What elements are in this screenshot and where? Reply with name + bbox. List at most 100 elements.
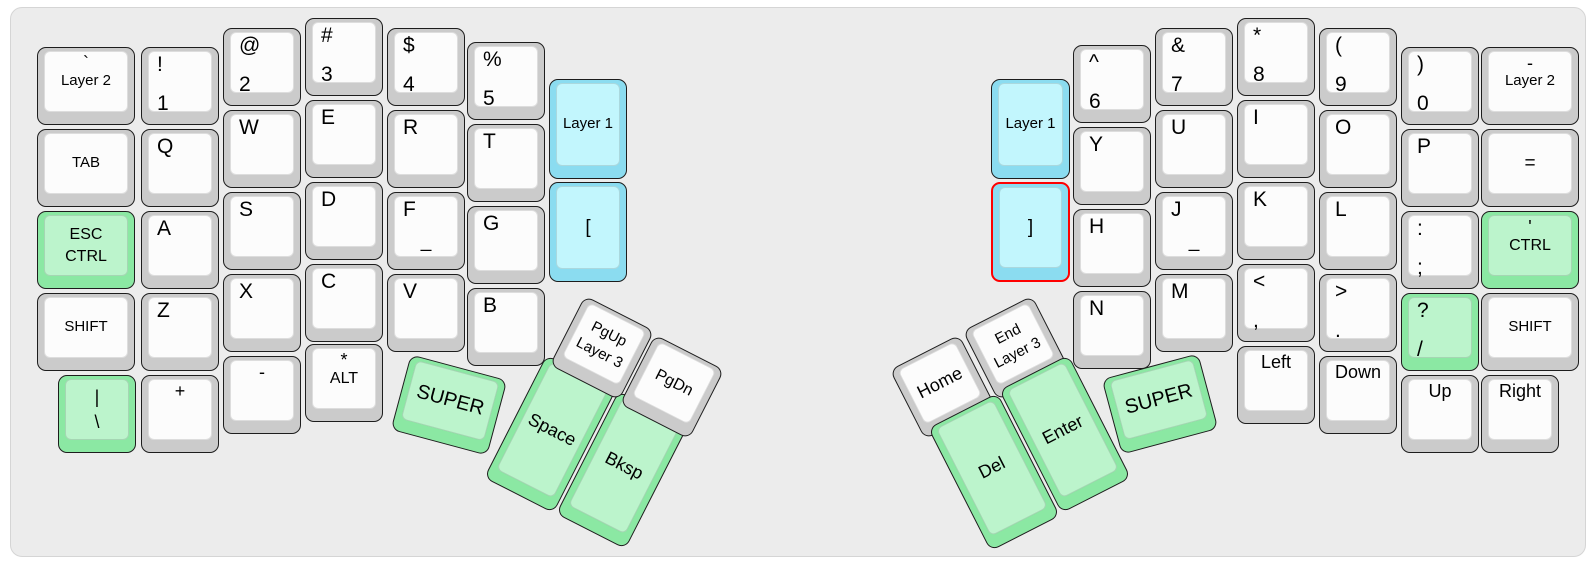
- keycap-top: S: [230, 196, 294, 257]
- key-shift-right[interactable]: SHIFT: [1481, 293, 1579, 371]
- keycap-top: &7: [1162, 32, 1226, 96]
- key-legend-stack: PgDn: [633, 343, 715, 424]
- key-colon-semi[interactable]: :;: [1401, 211, 1479, 289]
- key-super-left[interactable]: SUPER: [390, 354, 508, 456]
- key-legend: SUPER: [1122, 379, 1195, 419]
- key-d[interactable]: D: [305, 182, 383, 260]
- key-legend: W: [239, 116, 259, 139]
- key-dash-layer2[interactable]: -Layer 2: [1481, 47, 1579, 125]
- key-pipe-backslash[interactable]: |\: [58, 375, 136, 453]
- keycap-top: Up: [1408, 379, 1472, 440]
- key-hash-3[interactable]: #3: [305, 18, 383, 96]
- key-s[interactable]: S: [223, 192, 301, 270]
- key-t[interactable]: T: [467, 124, 545, 202]
- key-b[interactable]: B: [467, 288, 545, 366]
- key-legend: =: [1524, 152, 1536, 174]
- key-n[interactable]: N: [1073, 291, 1151, 369]
- key-quote-ctrl[interactable]: 'CTRL: [1481, 211, 1579, 289]
- key-question-slash[interactable]: ?/: [1401, 293, 1479, 371]
- key-star-alt[interactable]: *ALT: [305, 344, 383, 422]
- key-legend: A: [157, 217, 172, 240]
- key-k[interactable]: K: [1237, 182, 1315, 260]
- key-u[interactable]: U: [1155, 110, 1233, 188]
- key-arrow-down[interactable]: Down: [1319, 356, 1397, 434]
- key-legend: Home: [913, 362, 966, 403]
- key-i[interactable]: I: [1237, 100, 1315, 178]
- key-m[interactable]: M: [1155, 274, 1233, 352]
- key-right-bracket[interactable]: ]: [991, 182, 1070, 282]
- key-legend: ': [1528, 217, 1532, 237]
- key-h[interactable]: H: [1073, 209, 1151, 287]
- key-caret-6[interactable]: ^6: [1073, 45, 1151, 123]
- key-legend: 7: [1171, 73, 1183, 96]
- keycap-top: -: [230, 360, 294, 421]
- key-legend-stack: Layer 1: [999, 84, 1062, 165]
- key-legend: ]: [1027, 216, 1034, 238]
- key-percent-5[interactable]: %5: [467, 42, 545, 120]
- key-arrow-right[interactable]: Right: [1481, 375, 1559, 453]
- key-amp-7[interactable]: &7: [1155, 28, 1233, 106]
- keycap-top: |\: [65, 379, 129, 440]
- key-at-2[interactable]: @2: [223, 28, 301, 106]
- key-legend: PgDn: [652, 365, 696, 400]
- keycap-top: Y: [1080, 131, 1144, 192]
- key-layer1-left[interactable]: Layer 1: [549, 79, 627, 179]
- key-legend: ): [1417, 53, 1424, 76]
- key-equals[interactable]: =: [1481, 129, 1579, 207]
- key-layer1-right[interactable]: Layer 1: [991, 79, 1070, 179]
- key-v[interactable]: V: [387, 274, 465, 352]
- key-g[interactable]: G: [467, 206, 545, 284]
- keycap-top: B: [474, 292, 538, 353]
- key-p[interactable]: P: [1401, 129, 1479, 207]
- key-left-bracket[interactable]: [: [549, 182, 627, 282]
- key-backtick-layer2[interactable]: `Layer 2: [37, 47, 135, 125]
- key-arrow-left[interactable]: Left: [1237, 346, 1315, 424]
- key-legend-stack: CTRL: [1489, 216, 1571, 275]
- key-l[interactable]: L: [1319, 192, 1397, 270]
- key-excl-1[interactable]: !1: [141, 47, 219, 125]
- key-c[interactable]: C: [305, 264, 383, 342]
- key-legend: 6: [1089, 90, 1101, 113]
- key-o[interactable]: O: [1319, 110, 1397, 188]
- key-gt-period[interactable]: >.: [1319, 274, 1397, 352]
- key-w[interactable]: W: [223, 110, 301, 188]
- key-legend: Q: [157, 135, 174, 158]
- key-minus[interactable]: -: [223, 356, 301, 434]
- key-legend-stack: Layer 2: [45, 52, 127, 111]
- key-arrow-up[interactable]: Up: [1401, 375, 1479, 453]
- key-r[interactable]: R: [387, 110, 465, 188]
- key-legend: F: [403, 198, 416, 221]
- key-tab[interactable]: TAB: [37, 129, 135, 207]
- key-e[interactable]: E: [305, 100, 383, 178]
- keycap-top: :;: [1408, 215, 1472, 279]
- key-plus[interactable]: +: [141, 375, 219, 453]
- key-f[interactable]: F_: [387, 192, 465, 270]
- keycap-top: A: [148, 215, 212, 276]
- key-z[interactable]: Z: [141, 293, 219, 371]
- key-legend: Y: [1089, 133, 1104, 156]
- key-legend: -: [259, 362, 265, 382]
- key-dollar-4[interactable]: $4: [387, 28, 465, 106]
- key-star-8[interactable]: *8: [1237, 18, 1315, 96]
- key-shift-left[interactable]: SHIFT: [37, 293, 135, 371]
- key-legend: \: [94, 411, 100, 432]
- key-legend: R: [403, 116, 419, 139]
- key-a[interactable]: A: [141, 211, 219, 289]
- key-lparen-9[interactable]: (9: [1319, 28, 1397, 106]
- key-lt-comma[interactable]: <,: [1237, 264, 1315, 342]
- key-y[interactable]: Y: [1073, 127, 1151, 205]
- key-x[interactable]: X: [223, 274, 301, 352]
- key-legend: P: [1417, 135, 1432, 158]
- keycap-top: F_: [394, 196, 458, 257]
- key-q[interactable]: Q: [141, 129, 219, 207]
- key-legend: *: [340, 350, 348, 370]
- key-j[interactable]: J_: [1155, 192, 1233, 270]
- key-rparen-0[interactable]: )0: [1401, 47, 1479, 125]
- keycap-top: 'CTRL: [1488, 215, 1572, 276]
- key-legend-stack: |\: [66, 380, 128, 439]
- keycap-top: #3: [312, 22, 376, 86]
- keycap-top: J_: [1162, 196, 1226, 257]
